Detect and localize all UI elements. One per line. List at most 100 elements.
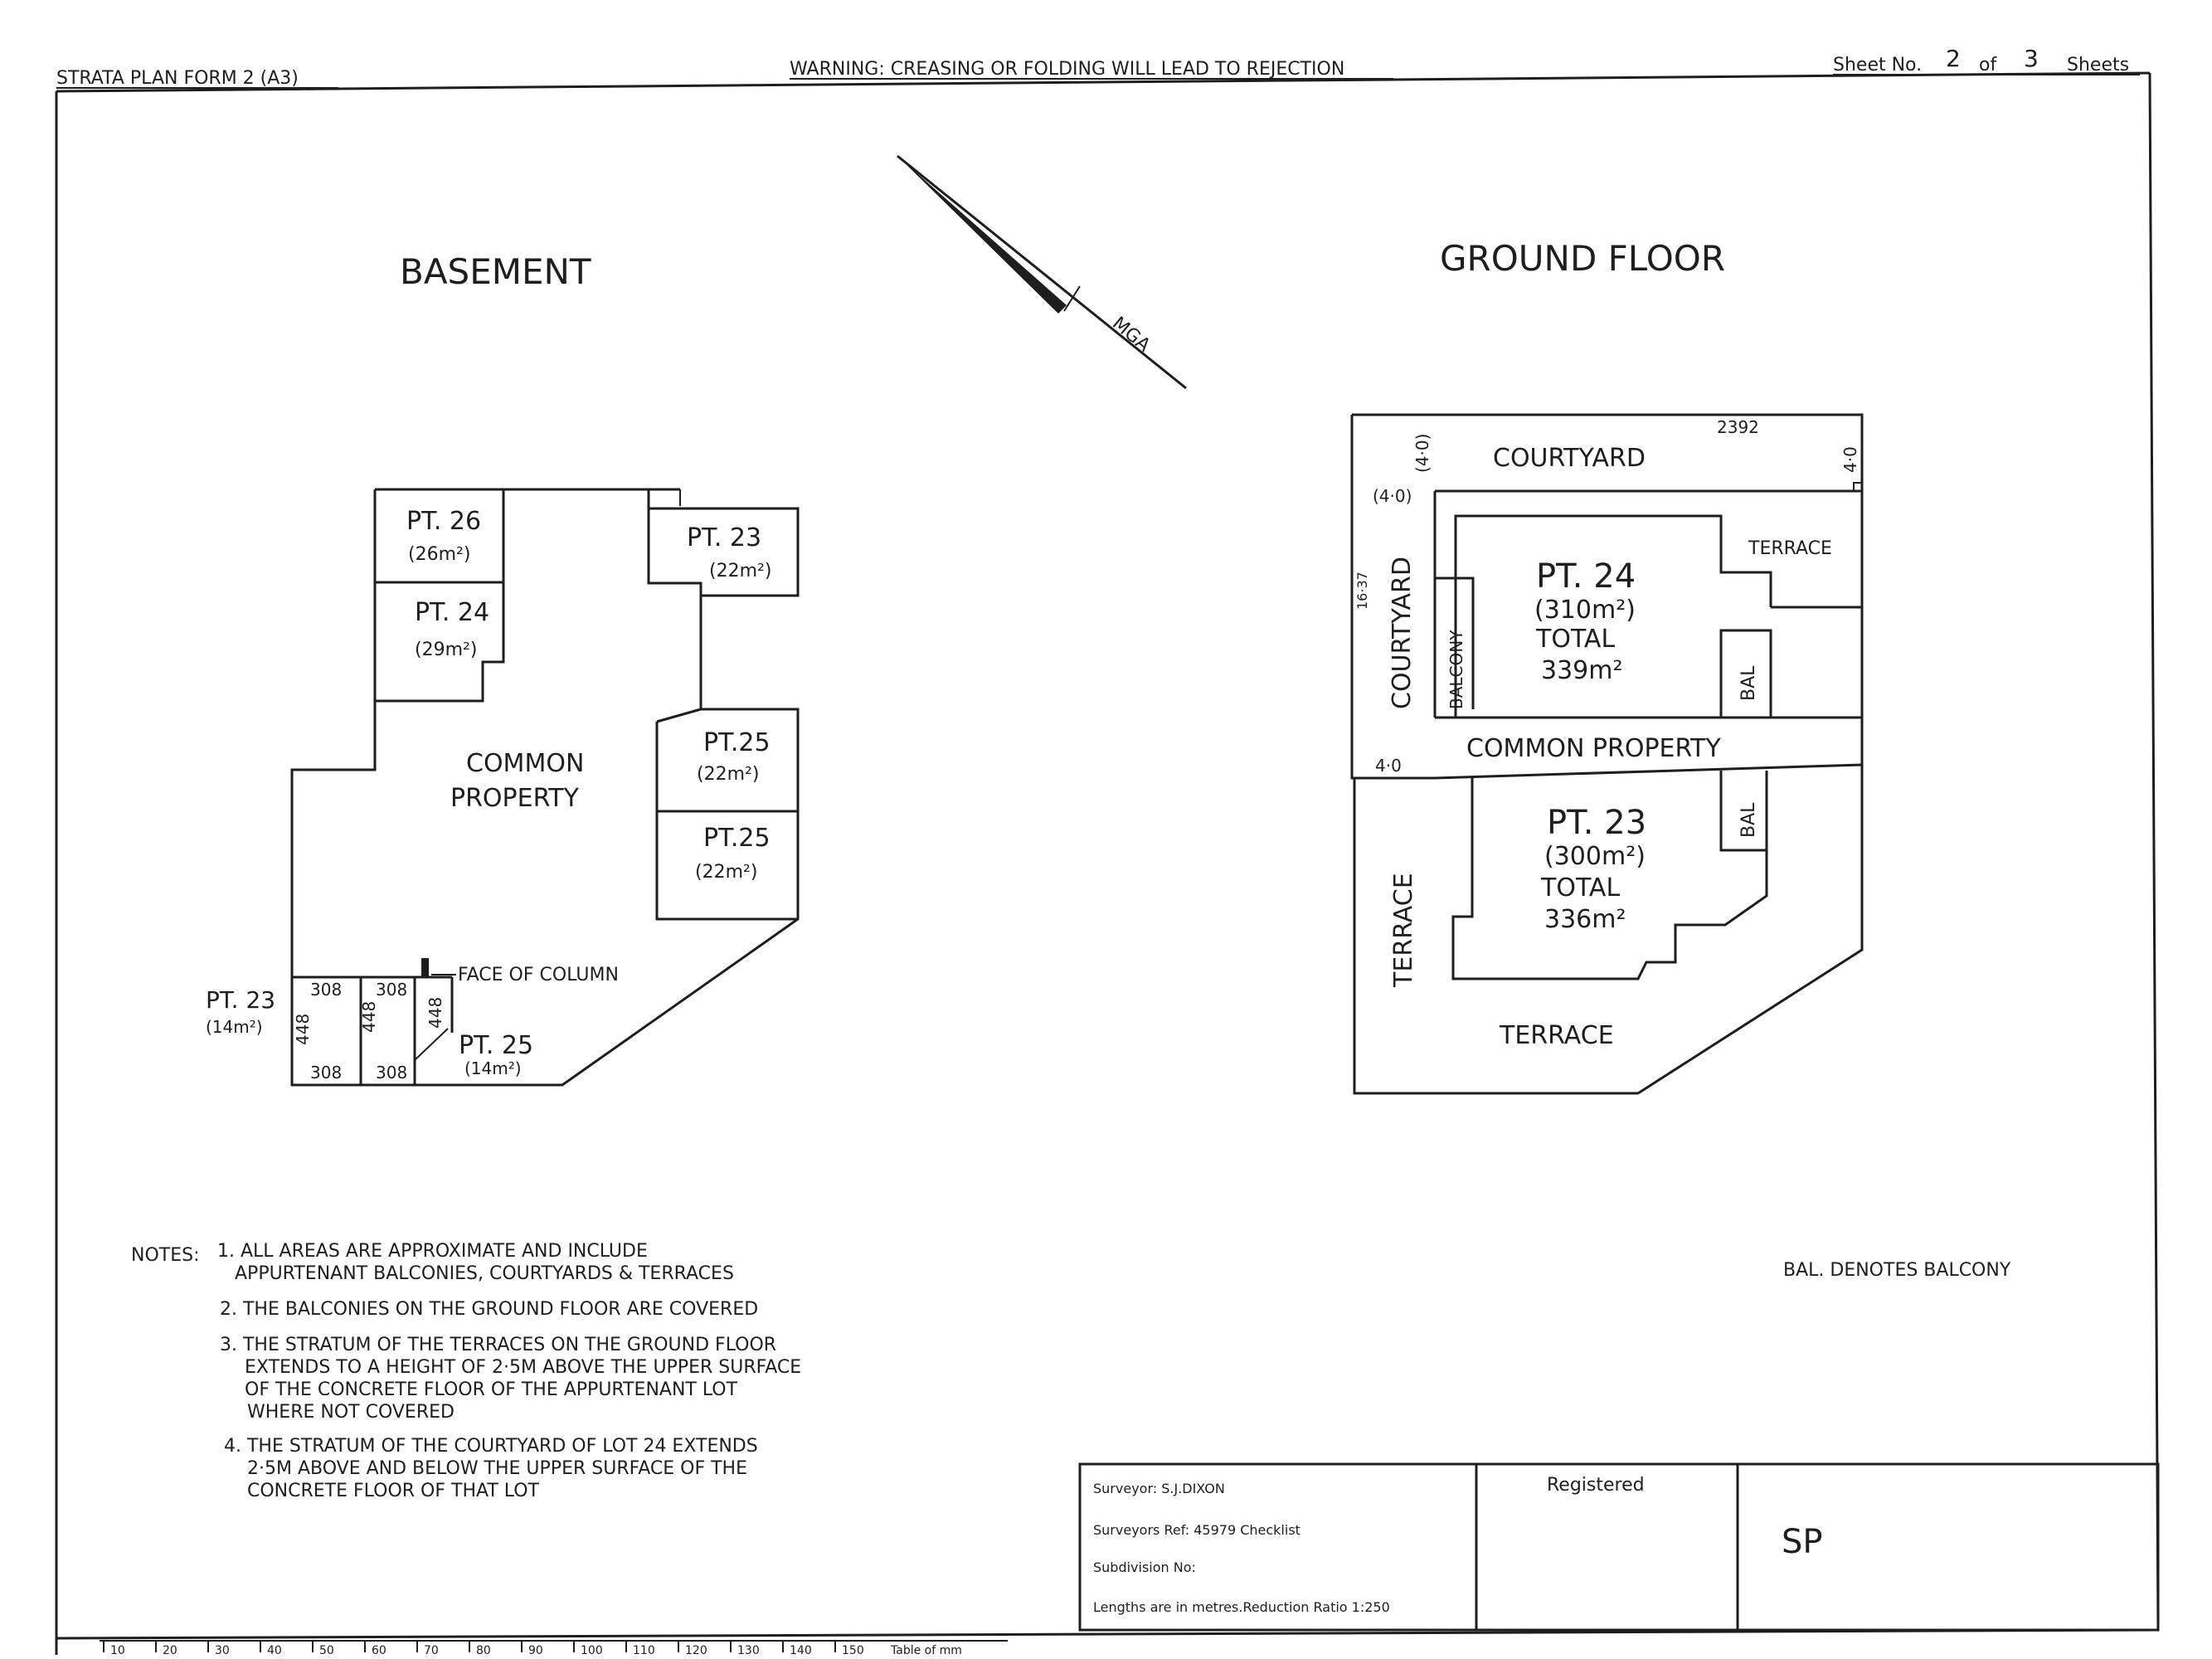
ground-pt23-total-area: 336m² [1544, 905, 1626, 934]
scale-tick-label: 70 [424, 1644, 439, 1657]
dim-448-c: 448 [425, 997, 445, 1029]
dim-40-paren-top: (4·0) [1412, 434, 1432, 473]
dim-308-bottom-left: 308 [310, 1063, 342, 1082]
basement-pt25a-label: PT.25 [703, 728, 771, 757]
note-3-line-4: WHERE NOT COVERED [247, 1402, 455, 1423]
basement-pt23-small-area: (14m²) [206, 1017, 263, 1037]
note-4-line-3: CONCRETE FLOOR OF THAT LOT [247, 1481, 540, 1501]
basement-pt25b-label: PT.25 [703, 824, 771, 853]
scale-tick-label: 80 [476, 1644, 491, 1657]
dim-2392: 2392 [1717, 417, 1759, 437]
basement-pt23-top-area: (22m²) [709, 561, 771, 581]
ground-terrace-right: TERRACE [1748, 538, 1832, 559]
ground-floor-title: GROUND FLOOR [1440, 238, 1725, 279]
basement-pt25-small-label: PT. 25 [459, 1031, 533, 1060]
scale-tick-label: 100 [581, 1644, 603, 1657]
pt25-small-leader [414, 1028, 449, 1061]
note-2: 2. THE BALCONIES ON THE GROUND FLOOR ARE… [220, 1299, 758, 1320]
ground-common-property: COMMON PROPERTY [1466, 734, 1722, 763]
scale-tick-label: 90 [528, 1644, 543, 1657]
form-title: STRATA PLAN FORM 2 (A3) [56, 68, 299, 89]
dim-308-bottom-right: 308 [376, 1063, 407, 1082]
sheet-number: 2 [1946, 45, 1961, 72]
pt24-box [375, 582, 505, 703]
ground-pt23-area: (300m²) [1544, 842, 1646, 871]
note-1-line-2: APPURTENANT BALCONIES, COURTYARDS & TERR… [235, 1263, 734, 1284]
north-arrow: MGA [897, 154, 1187, 390]
surveyors-ref: Surveyors Ref: 45979 Checklist [1093, 1522, 1300, 1538]
pt25-boxes-top [656, 708, 702, 723]
lengths-ratio: Lengths are in metres.Reduction Ratio 1:… [1093, 1599, 1390, 1615]
corner-mark [1853, 482, 1863, 492]
ground-courtyard-left: COURTYARD [1388, 557, 1417, 709]
basement-pt26-label: PT. 26 [406, 507, 481, 536]
ground-courtyard-top: COURTYARD [1493, 444, 1646, 473]
bal-box-lower [1719, 771, 1767, 852]
pt24-dwelling [1454, 514, 1772, 718]
sheet-word: Sheet No. [1833, 55, 1922, 75]
dim-308-top-right: 308 [376, 980, 407, 1000]
basement-pt25a-area: (22m²) [697, 764, 759, 785]
basement-pt24-area: (29m²) [415, 640, 477, 660]
scale-tick-label: 20 [163, 1644, 177, 1657]
north-arrow-head [897, 156, 1067, 314]
ground-bal-upper: BAL [1738, 665, 1759, 701]
dim-40-lower: 4·0 [1375, 756, 1402, 776]
common-property-bottom [1434, 763, 1863, 780]
sheet-total: 3 [2024, 45, 2039, 72]
basement-pt24-label: PT. 24 [415, 598, 489, 627]
pt25-boxes [655, 722, 798, 921]
pt23-top-box [647, 508, 702, 596]
ground-pt24-area: (310m²) [1534, 596, 1636, 625]
ground-terrace-left: TERRACE [1389, 873, 1418, 988]
basement-pt23-small-label: PT. 23 [206, 986, 275, 1014]
notes-heading: NOTES: [131, 1245, 200, 1266]
basement-pt23-top-label: PT. 23 [687, 523, 761, 552]
basement-outline [290, 488, 800, 1087]
dim-40-right: 4·0 [1840, 446, 1860, 473]
north-arrow-tick [1063, 285, 1081, 312]
dim-1637: 16·37 [1354, 572, 1370, 610]
pt26-box [375, 489, 505, 584]
bal-denotes-balcony: BAL. DENOTES BALCONY [1783, 1260, 2011, 1281]
ground-pt24-total-area: 339m² [1541, 656, 1623, 685]
note-4-line-1: 4. THE STRATUM OF THE COURTYARD OF LOT 2… [224, 1436, 758, 1457]
ground-floor-plan [1350, 413, 1864, 1095]
scale-tick-label: 60 [372, 1644, 386, 1657]
note-3-line-3: OF THE CONCRETE FLOOR OF THE APPURTENANT… [245, 1379, 738, 1400]
scale-tick-label: 110 [633, 1644, 655, 1657]
surveyor-name: Surveyor: S.J.DIXON [1093, 1481, 1225, 1496]
subdivision-no: Subdivision No: [1093, 1559, 1196, 1575]
balcony-box [1435, 577, 1475, 709]
ground-bal-lower: BAL [1738, 802, 1759, 838]
registered-label: Registered [1547, 1475, 1645, 1496]
border-right [2148, 72, 2160, 1631]
ground-pt24-total: TOTAL [1535, 625, 1615, 654]
note-3-line-2: EXTENDS TO A HEIGHT OF 2·5M ABOVE THE UP… [245, 1357, 801, 1378]
ground-balcony-label: BALCONY [1446, 630, 1466, 709]
scale-tick-label: 120 [685, 1644, 707, 1657]
face-of-column-label: FACE OF COLUMN [458, 965, 619, 985]
scale-tick-label: 10 [110, 1644, 125, 1657]
dim-448-a: 448 [293, 1014, 313, 1045]
ground-pt23-label: PT. 23 [1547, 804, 1646, 842]
note-3-line-1: 3. THE STRATUM OF THE TERRACES ON THE GR… [220, 1335, 776, 1355]
basement-pt25b-area: (22m²) [695, 862, 757, 883]
pt23-dwelling [1451, 771, 1768, 980]
dim-308-top-left: 308 [310, 980, 342, 1000]
scale-end-label: Table of mm [890, 1644, 962, 1657]
plan-prefix: SP [1782, 1523, 1823, 1561]
ground-pt24-label: PT. 24 [1536, 557, 1636, 596]
ground-pt23-total: TOTAL [1540, 873, 1620, 902]
basement-pt25-small-area: (14m²) [464, 1058, 522, 1078]
basement-common-2: PROPERTY [450, 784, 580, 813]
dim-40-paren-left: (4·0) [1373, 486, 1412, 506]
scale-tick-label: 130 [737, 1644, 760, 1657]
ground-terrace-bottom: TERRACE [1499, 1021, 1614, 1050]
scale-tick-label: 150 [842, 1644, 864, 1657]
of-word: of [1979, 55, 1997, 75]
north-arrow-line [897, 154, 1187, 390]
basement-common-1: COMMON [466, 749, 584, 778]
border-top [56, 71, 2151, 93]
